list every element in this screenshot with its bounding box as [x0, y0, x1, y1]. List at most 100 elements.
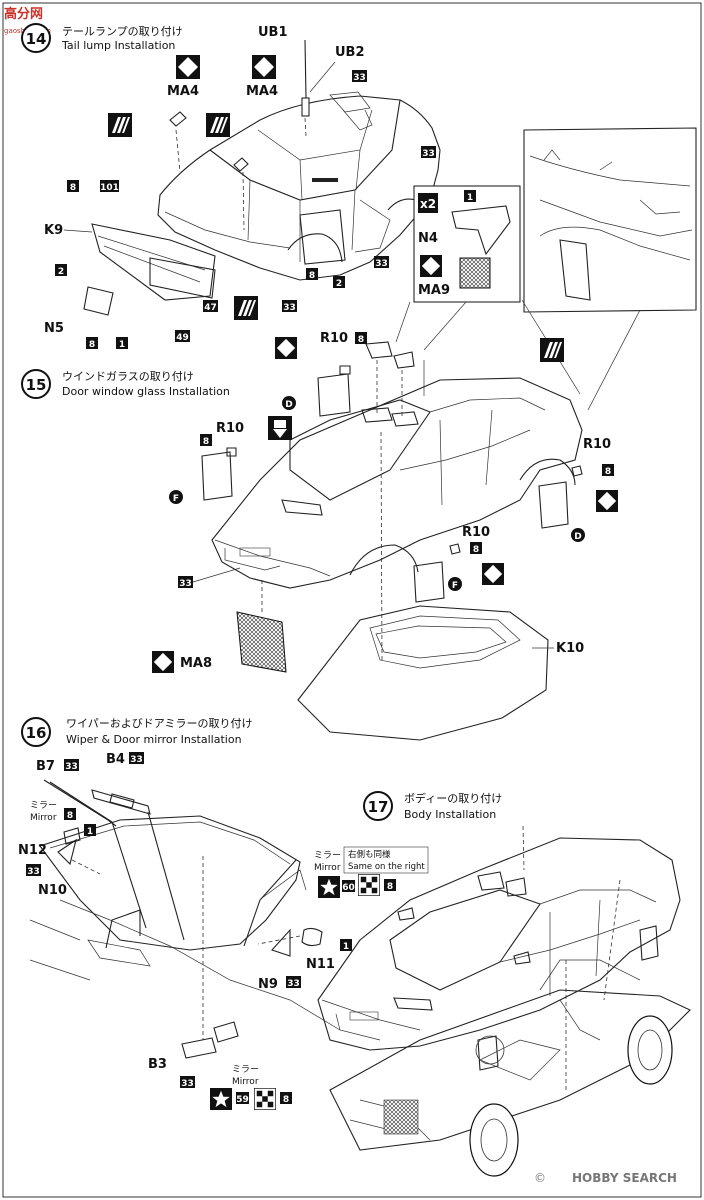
apply-down-icon — [268, 416, 292, 440]
label-ub1: UB1 — [258, 25, 288, 40]
svg-text:R10: R10 — [216, 421, 244, 436]
svg-text:33: 33 — [287, 979, 300, 989]
svg-text:R10: R10 — [583, 437, 611, 452]
step-15-labels: R10 8 D 8 R10 F 33 R10 8 D R10 8 F — [169, 331, 618, 591]
svg-text:101: 101 — [100, 183, 119, 193]
checker-paint-icon — [254, 1088, 276, 1110]
step-number: 15 — [26, 376, 47, 394]
decal-marker-icon — [275, 337, 297, 359]
svg-text:F: F — [173, 494, 179, 504]
svg-text:8: 8 — [473, 545, 479, 555]
step-title-en: Door window glass Installation — [62, 385, 230, 398]
svg-text:B3: B3 — [148, 1057, 167, 1072]
step-title-jp: ワイパーおよびドアミラーの取り付け — [66, 717, 253, 730]
svg-text:D: D — [285, 400, 292, 410]
step-title-jp: ボディーの取り付け — [404, 791, 502, 805]
svg-text:49: 49 — [176, 333, 189, 343]
svg-text:8: 8 — [70, 183, 76, 193]
svg-text:Mirror: Mirror — [232, 1077, 259, 1087]
body-cover-k10: K10 — [297, 431, 584, 741]
svg-text:1: 1 — [119, 340, 125, 350]
step-number: 14 — [26, 30, 47, 48]
svg-text:N9: N9 — [258, 977, 278, 992]
label-ma4: MA4 — [246, 84, 278, 99]
svg-text:2: 2 — [58, 267, 64, 277]
svg-text:D: D — [574, 532, 581, 542]
stripe-decal-icon — [234, 296, 258, 320]
svg-text:8: 8 — [605, 467, 611, 477]
ma4-decal-right: MA4 — [233, 55, 278, 231]
step-17-car-body — [317, 825, 681, 1071]
step-number: 16 — [26, 724, 47, 742]
right-mirror-parts: ミラー Mirror 右側も同様 Same on the right 60 8 … — [257, 846, 429, 992]
label-k9: K9 — [44, 223, 63, 238]
svg-text:F: F — [452, 581, 458, 591]
svg-text:右側も同様: 右側も同様 — [348, 849, 391, 860]
step-15-header: 15 ウインドガラスの取り付け Door window glass Instal… — [21, 369, 230, 399]
step-title-en: Tail lump Installation — [61, 39, 175, 52]
label-ma9: MA9 — [418, 283, 450, 298]
svg-text:33: 33 — [181, 1079, 194, 1089]
ma4-decal-left: MA4 — [167, 55, 200, 173]
rear-plate-n5: N5 — [44, 286, 114, 336]
label-ma4: MA4 — [167, 84, 199, 99]
wiper-arms: B7 33 B4 33 — [36, 752, 185, 941]
svg-text:8: 8 — [358, 335, 364, 345]
decal-marker-icon — [420, 255, 442, 277]
step-number: 17 — [368, 798, 389, 816]
svg-text:N11: N11 — [306, 957, 335, 972]
svg-text:高分网: 高分网 — [4, 6, 43, 22]
decal-marker-icon — [152, 651, 174, 673]
decal-marker-icon — [482, 563, 504, 585]
svg-text:1: 1 — [467, 193, 473, 203]
step-14-car-body — [157, 91, 441, 281]
svg-text:33: 33 — [27, 867, 40, 877]
step-17-chassis — [329, 879, 691, 1177]
rear-light-bar-k9: K9 — [44, 223, 216, 301]
stripe-decal-icon — [206, 113, 230, 137]
label-ma8: MA8 — [180, 656, 212, 671]
label-ub2: UB2 — [335, 45, 365, 60]
inset-vent-n4: x2 1 N4 MA9 — [395, 185, 521, 351]
svg-text:33: 33 — [179, 579, 192, 589]
decal-marker-icon — [176, 55, 200, 79]
svg-text:N12: N12 — [18, 843, 47, 858]
label-n5: N5 — [44, 321, 64, 336]
step-15-car-body — [211, 377, 583, 589]
svg-text:R10: R10 — [320, 331, 348, 346]
grille-mesh-ma8: MA8 — [152, 580, 287, 673]
side-marker-b3: B3 33 ミラー Mirror 59 8 — [148, 1021, 292, 1110]
checker-paint-icon — [358, 874, 380, 896]
step-title-jp: テールランプの取り付け — [62, 25, 183, 38]
step-number-circle — [21, 369, 51, 399]
step-title-jp: ウインドガラスの取り付け — [62, 370, 194, 383]
step-17-header: 17 ボディーの取り付け Body Installation — [363, 791, 502, 821]
step-title-en: Wiper & Door mirror Installation — [66, 733, 242, 746]
label-k10: K10 — [556, 641, 584, 656]
label-n4: N4 — [418, 231, 438, 246]
svg-text:HOBBY SEARCH: HOBBY SEARCH — [572, 1171, 677, 1185]
roof-vents-15 — [361, 341, 425, 427]
svg-text:B7: B7 — [36, 759, 55, 774]
step-number-circle — [21, 23, 51, 53]
step-number-circle — [21, 717, 51, 747]
svg-text:1: 1 — [343, 942, 349, 952]
antenna-part: UB1 UB2 — [258, 25, 365, 137]
svg-text:33: 33 — [353, 73, 366, 83]
svg-text:8: 8 — [283, 1095, 289, 1105]
svg-text:33: 33 — [283, 303, 296, 313]
svg-text:8: 8 — [387, 882, 393, 892]
window-parts-15 — [201, 365, 583, 603]
svg-text:ミラー: ミラー — [232, 1064, 259, 1075]
svg-text:Mirror: Mirror — [314, 863, 341, 873]
decal-marker-icon — [252, 55, 276, 79]
stripe-decal-icon — [108, 113, 132, 137]
svg-text:1: 1 — [87, 827, 93, 837]
decal-marker-icon — [596, 490, 618, 512]
step-16-header: 16 ワイパーおよびドアミラーの取り付け Wiper & Door mirror… — [21, 717, 253, 747]
svg-text:59: 59 — [236, 1095, 249, 1105]
svg-text:©: © — [534, 1171, 546, 1185]
svg-text:60: 60 — [342, 883, 355, 893]
